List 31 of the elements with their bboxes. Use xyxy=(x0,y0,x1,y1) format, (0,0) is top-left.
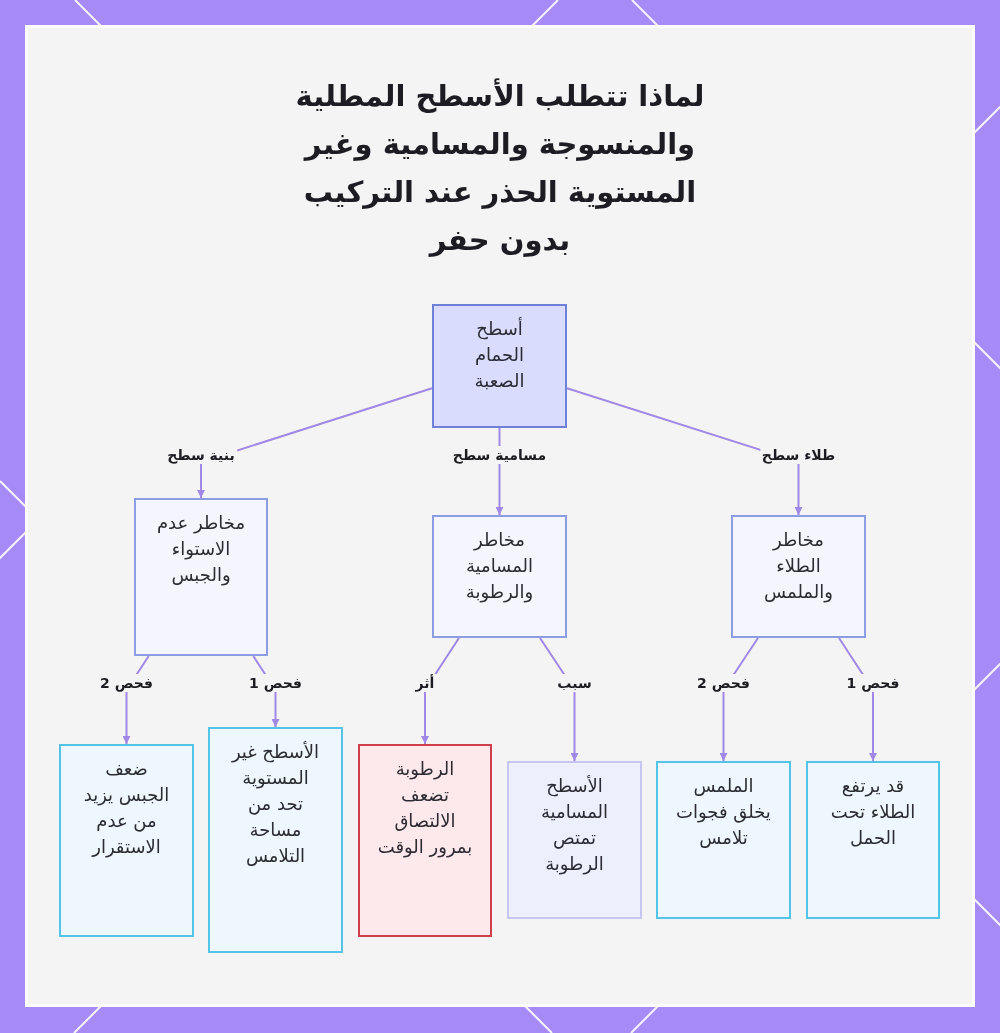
category-box xyxy=(432,515,567,638)
node-text: ضعف الجبس يزيد من عدم الاستقرار xyxy=(82,757,171,860)
detail-box xyxy=(806,761,940,919)
edge-label: فحص 1 xyxy=(247,674,304,692)
edge-label: فحص 2 xyxy=(98,674,155,692)
detail-box xyxy=(507,761,642,919)
category-box xyxy=(731,515,866,638)
warning-box xyxy=(358,744,492,937)
node-text: الأسطح غير المستوية تحد من مساحة التلامس xyxy=(230,740,321,868)
connector-arrow xyxy=(566,387,803,516)
node-text: الأسطح المسامية تمتص الرطوبة xyxy=(539,774,610,877)
edge-label: فحص 2 xyxy=(695,674,752,692)
category-box xyxy=(134,498,268,656)
node-text: الرطوبة تضعف الالتصاق بمرور الوقت xyxy=(377,757,473,860)
edge-label: سبب xyxy=(555,674,594,692)
node-text: مخاطر الطلاء والملمس xyxy=(763,528,834,605)
root-topic-box xyxy=(432,304,567,428)
node-text: مخاطر المسامية والرطوبة xyxy=(464,528,535,605)
node-text: أسطح الحمام الصعبة xyxy=(473,316,526,393)
diagram-title: لماذا تتطلب الأسطح المطلية والمنسوجة والمسامية وغير المستوية الحذر عند التركيب بدون حفر xyxy=(294,77,706,259)
edge-label: طلاء سطح xyxy=(759,446,838,464)
node-text: قد يرتفع الطلاء تحت الحمل xyxy=(829,774,917,850)
detail-box xyxy=(59,744,194,937)
edge-label: أثر xyxy=(413,674,437,692)
detail-box xyxy=(208,727,343,953)
node-text: الملمس يخلق فجوات تلامس xyxy=(675,774,772,850)
edge-label: بنية سطح xyxy=(165,446,237,464)
node-text: مخاطر عدم الاستواء والجبس xyxy=(155,511,247,588)
edge-label: مسامية سطح xyxy=(450,446,549,464)
connector-arrow xyxy=(421,637,460,745)
detail-box xyxy=(656,761,791,919)
